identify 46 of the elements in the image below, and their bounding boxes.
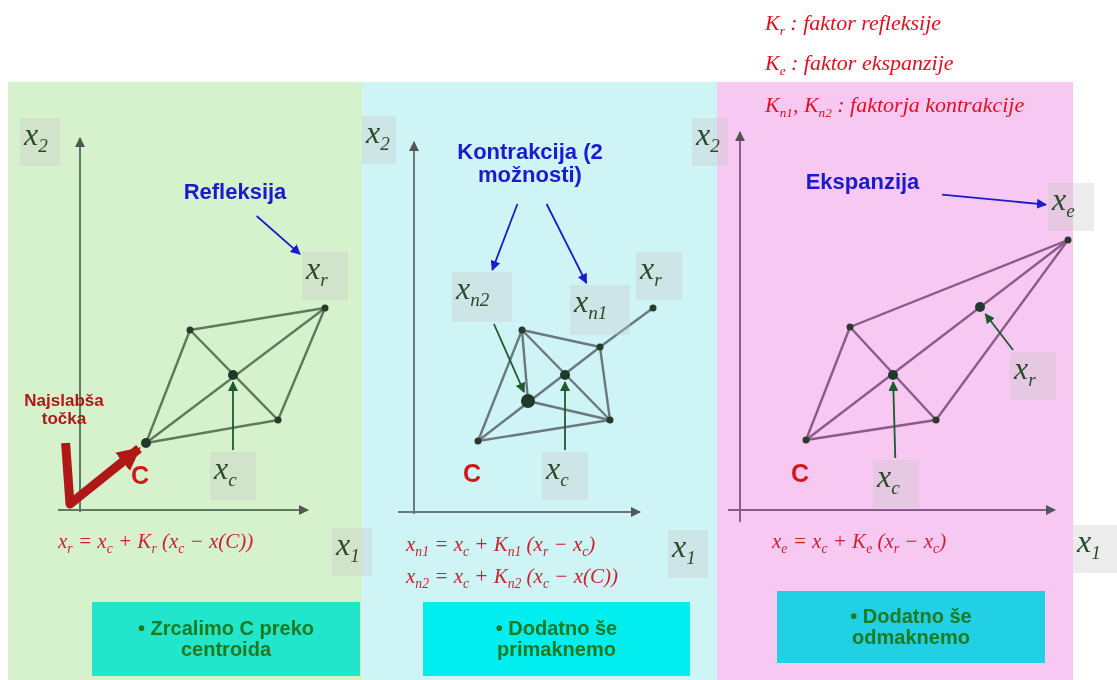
- callout-text: Ekspanzija: [785, 170, 940, 204]
- leader-arrow: [984, 313, 1014, 351]
- axis-label: x$_{1}$: [332, 528, 372, 576]
- point-label: C: [131, 462, 159, 492]
- definition-text: K$_{r}$ : faktor refleksije: [765, 10, 942, 40]
- vertex-point: [888, 370, 898, 380]
- math-label: x$_{r}$: [1010, 352, 1056, 400]
- math-label: x$_{r}$: [636, 252, 682, 300]
- note-box: • Zrcalimo C preko centroida: [92, 602, 360, 676]
- note-box: • Dodatno še primaknemo: [423, 602, 690, 676]
- callout-text: Refleksija: [160, 180, 310, 214]
- axis-label: x$_{2}$: [692, 118, 728, 166]
- vertex-point: [975, 302, 985, 312]
- point-label: C: [463, 460, 491, 490]
- callout-text: Kontrakcija (2 možnosti): [455, 140, 605, 202]
- leader-arrow: [560, 381, 570, 451]
- definition-text: K$_{n1}$, K$_{n2}$ : faktorja kontrakcije: [765, 92, 1025, 122]
- note-box: • Dodatno še odmaknemo: [777, 591, 1045, 663]
- formula: x$_{n1}$ = x$_{c}$ + K$_{n1}$ (x$_{r}$ − x$_{c}$): [406, 533, 661, 567]
- point-label: C: [791, 460, 819, 490]
- math-label: x$_{c}$: [210, 452, 256, 500]
- axis-label: x$_{1}$: [1073, 525, 1117, 573]
- math-label: x$_{r}$: [302, 252, 348, 300]
- math-label: x$_{c}$: [542, 452, 588, 500]
- leader-arrow: [228, 381, 238, 451]
- vertex-point: [560, 370, 570, 380]
- math-label: x$_{e}$: [1048, 183, 1094, 231]
- formula: x$_{e}$ = x$_{c}$ + K$_{e}$ (x$_{r}$ − x$_{c}$): [772, 530, 1022, 570]
- leader-arrow: [490, 203, 519, 271]
- math-label: x$_{n1}$: [570, 285, 630, 335]
- vertex-point: [141, 438, 151, 448]
- leader-arrow: [493, 323, 525, 393]
- leader-arrow: [888, 381, 899, 459]
- math-label: x$_{c}$: [873, 460, 919, 508]
- formula: x$_{r}$ = x$_{c}$ + K$_{r}$ (x$_{c}$ − x(C)): [58, 530, 320, 574]
- axis-label: x$_{2}$: [20, 118, 60, 166]
- vertex-point: [228, 370, 238, 380]
- arrow: [61, 442, 142, 509]
- definition-text: K$_{e}$ : faktor ekspanzije: [765, 50, 954, 80]
- axis-label: x$_{2}$: [362, 116, 396, 164]
- leader-arrow: [255, 215, 301, 255]
- math-label: x$_{n2}$: [452, 272, 512, 322]
- axis-label: x$_{1}$: [668, 530, 708, 578]
- leader-arrow: [545, 203, 588, 284]
- leader-arrow: [941, 193, 1047, 209]
- vertex-point: [521, 394, 535, 408]
